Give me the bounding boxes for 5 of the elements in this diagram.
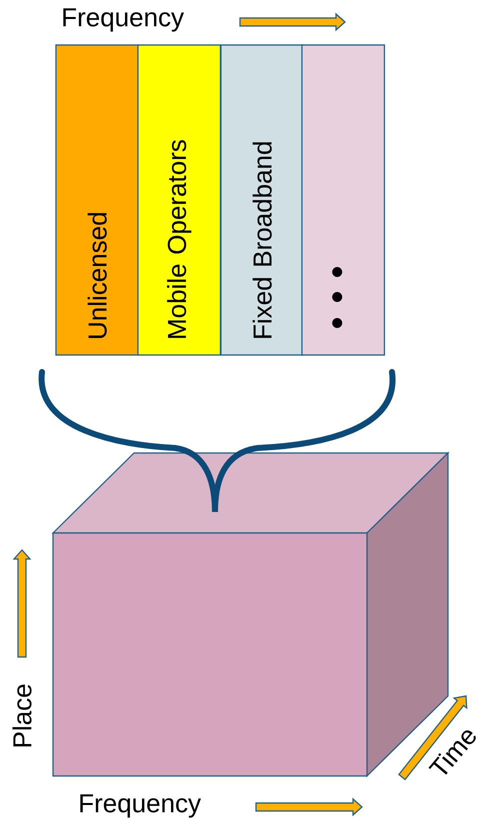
frequency-band: Unlicensed — [55, 44, 140, 356]
band — [301, 44, 386, 356]
frequency-band: Mobile Operators — [137, 44, 222, 356]
frequency-band: Fixed Broadband — [220, 44, 304, 356]
axis-label: Frequency — [63, 8, 184, 32]
